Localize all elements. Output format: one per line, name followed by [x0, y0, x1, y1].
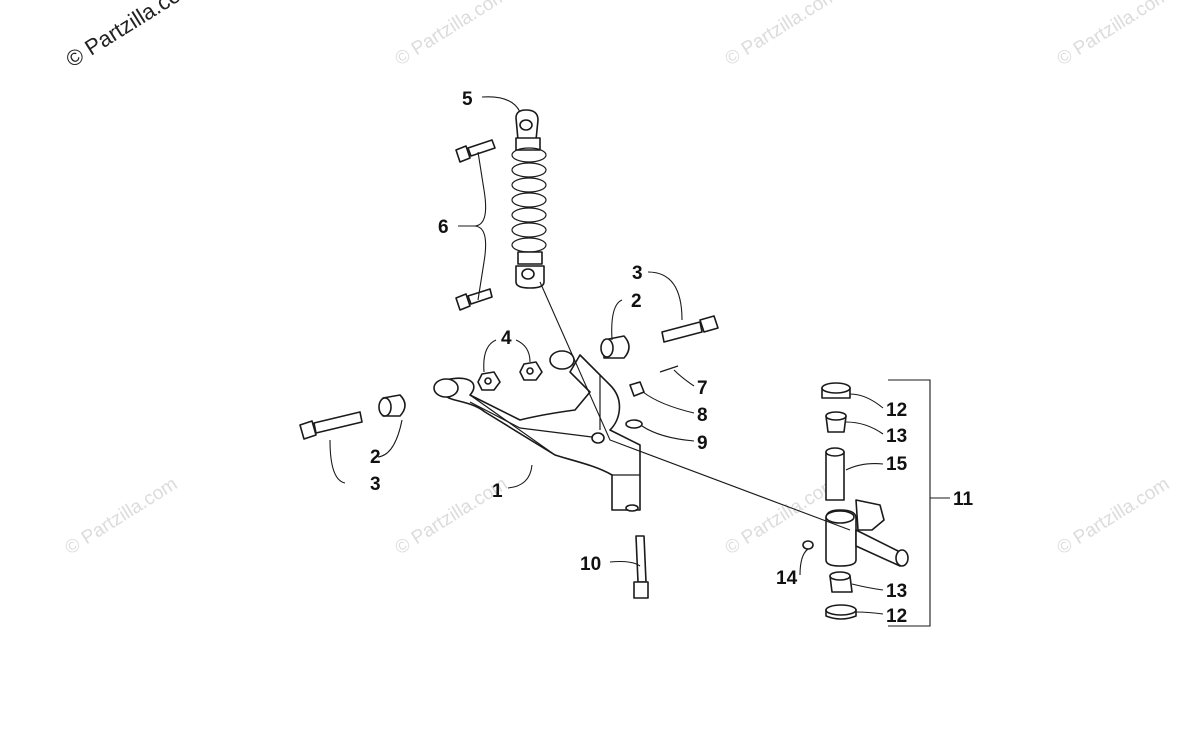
king-pin-sleeve	[825, 447, 845, 501]
callout-2-left: 2	[370, 447, 381, 468]
a-arm	[433, 350, 641, 512]
shock-bolt-upper	[455, 139, 496, 163]
shock-bolt-lower	[455, 288, 493, 311]
cap-upper	[821, 382, 851, 399]
bearing-lower	[829, 571, 853, 593]
castle-nut	[629, 381, 645, 397]
nut-right	[519, 361, 543, 381]
shock-absorber	[511, 109, 547, 289]
watermark-corner: © Partzilla.com	[61, 0, 200, 72]
watermark-tile: © Partzilla.com	[392, 0, 512, 70]
bearing-upper	[825, 411, 847, 433]
pivot-bolt-left	[299, 411, 363, 440]
callout-14: 14	[776, 568, 798, 589]
callout-13-lower: 13	[886, 581, 907, 602]
washer	[625, 419, 643, 429]
callout-7: 7	[697, 378, 708, 399]
watermark-tile: © Partzilla.com	[62, 474, 182, 560]
callout-5: 5	[462, 89, 473, 110]
bushing-left	[378, 394, 406, 417]
callout-6: 6	[438, 217, 449, 238]
watermark-tile: © Partzilla.com	[722, 474, 842, 560]
callout-10: 10	[580, 554, 601, 575]
king-pin-bolt	[633, 535, 649, 599]
nut-left	[477, 371, 501, 391]
callout-3-left: 3	[370, 474, 381, 495]
callout-8: 8	[697, 405, 708, 426]
callout-15: 15	[886, 454, 908, 475]
callout-labels: 1 2 2 3 3 4 5 6 7 8 9 10 11 12 12 13 13 …	[370, 89, 974, 627]
callout-13-upper: 13	[886, 426, 907, 447]
callout-2-right: 2	[631, 291, 642, 312]
callout-4: 4	[501, 328, 512, 349]
cotter-pin	[659, 365, 679, 373]
callout-9: 9	[697, 433, 708, 454]
cap-lower	[825, 604, 857, 620]
leader-lines	[329, 96, 950, 627]
callout-12-lower: 12	[886, 606, 907, 627]
bushing-right	[600, 335, 630, 359]
alignment-line	[539, 281, 851, 531]
callout-1: 1	[492, 481, 503, 502]
spindle-knuckle	[825, 499, 909, 567]
callout-12-upper: 12	[886, 400, 907, 421]
callout-11: 11	[953, 489, 974, 510]
watermark-tile: © Partzilla.com	[722, 0, 842, 70]
grease-fitting	[802, 540, 814, 550]
pivot-bolt-right	[661, 315, 719, 343]
watermark-tile: © Partzilla.com	[1054, 474, 1174, 560]
watermark-tile: © Partzilla.com	[1054, 0, 1174, 70]
callout-3-right: 3	[632, 263, 643, 284]
